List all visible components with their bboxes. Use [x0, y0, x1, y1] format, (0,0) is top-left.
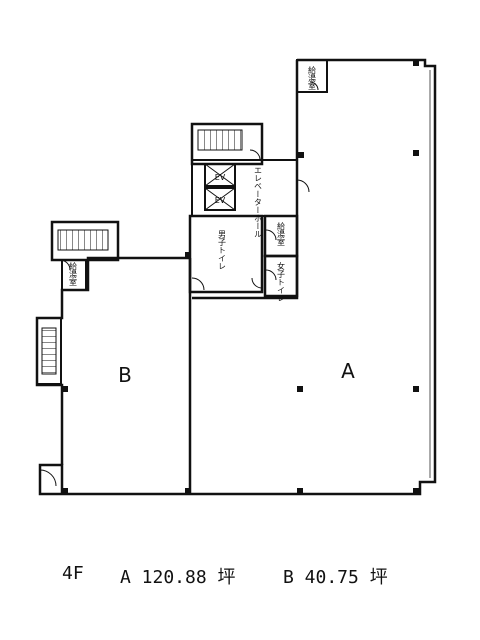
area-b-label: B 40.75 坪: [283, 567, 388, 588]
storage-mid-label: 給湯室: [277, 221, 286, 246]
stair-left-upper: [50, 220, 120, 262]
elevator-hall-label: エレベーターホール: [254, 166, 263, 238]
storage-top-label: 給湯室: [308, 65, 317, 90]
stair-center: [190, 122, 264, 166]
doors: [39, 81, 319, 487]
ev1-label: EV: [215, 173, 226, 182]
room-b-label: B: [118, 363, 132, 387]
stair-left-lower: [36, 317, 62, 385]
mens-toilet-label: 男子トイレ: [218, 230, 227, 270]
room-b-walls: [35, 256, 192, 496]
floor-label: 4F: [62, 563, 84, 584]
core-block: [191, 159, 298, 217]
floor-plan: A B 男子トイレ 女子トイレ エレベーターホール EV EV 給湯室 給湯室 …: [35, 58, 437, 496]
storage-top: [296, 59, 328, 93]
area-a-label: A 120.88 坪: [120, 567, 236, 588]
plan-caption: 4F A 120.88 坪 B 40.75 坪: [0, 555, 480, 595]
ev2-label: EV: [215, 196, 226, 205]
storage-left-label: 給湯室: [69, 261, 78, 286]
room-a-label: A: [341, 359, 355, 383]
womens-toilet-label: 女子トイレ: [277, 261, 286, 302]
storage-left: [61, 259, 87, 291]
columns: [62, 60, 419, 494]
